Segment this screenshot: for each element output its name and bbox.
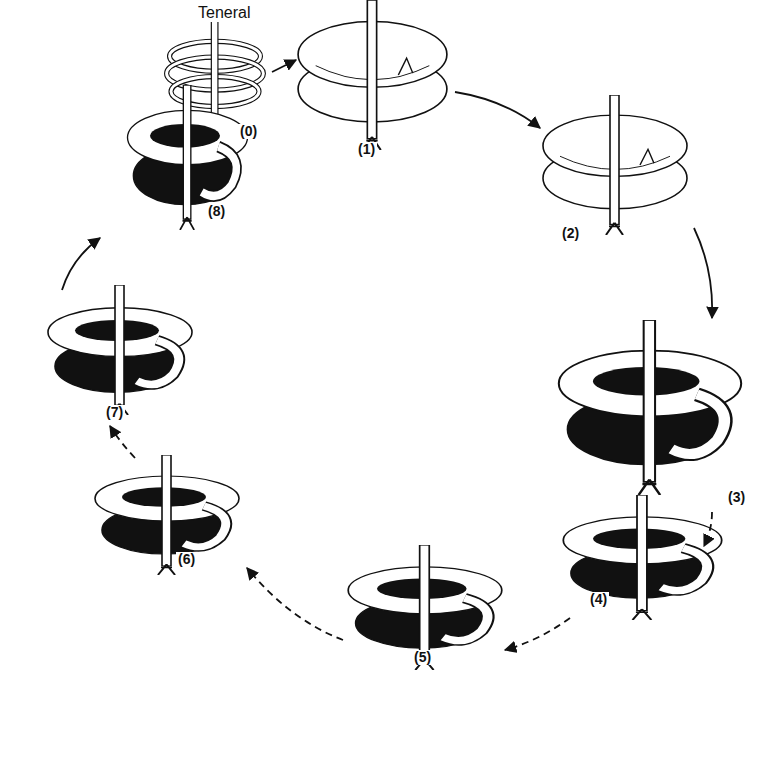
stage-figure bbox=[563, 495, 721, 620]
stage-number: (7) bbox=[104, 405, 125, 420]
stage-figure bbox=[348, 545, 502, 670]
stage-number: (0) bbox=[238, 124, 259, 139]
stage-number: (5) bbox=[412, 650, 433, 665]
stage-figure bbox=[128, 85, 248, 230]
solid-arrow bbox=[694, 228, 712, 318]
ovary-stages bbox=[48, 0, 741, 670]
stage-number: (2) bbox=[560, 226, 581, 241]
stage-figure bbox=[298, 0, 447, 150]
dashed-arrow bbox=[110, 426, 135, 458]
solid-arrow bbox=[62, 238, 100, 290]
dashed-arrow bbox=[505, 618, 570, 650]
stage-number: (8) bbox=[206, 204, 227, 219]
stage-number: (4) bbox=[588, 592, 609, 607]
stage-figure bbox=[543, 95, 687, 235]
dashed-arrow bbox=[704, 512, 712, 546]
solid-arrow bbox=[455, 92, 540, 128]
stage-name: Teneral bbox=[196, 4, 252, 22]
dashed-arrow bbox=[247, 568, 343, 640]
cycle-arrows bbox=[62, 60, 712, 650]
stage-number: (6) bbox=[176, 552, 197, 567]
stage-number: (1) bbox=[356, 142, 377, 157]
stage-figure bbox=[95, 455, 239, 575]
stage-figure bbox=[559, 320, 741, 495]
stage-figure bbox=[48, 285, 192, 415]
solid-arrow bbox=[272, 60, 296, 72]
stage-number: (3) bbox=[726, 490, 747, 505]
